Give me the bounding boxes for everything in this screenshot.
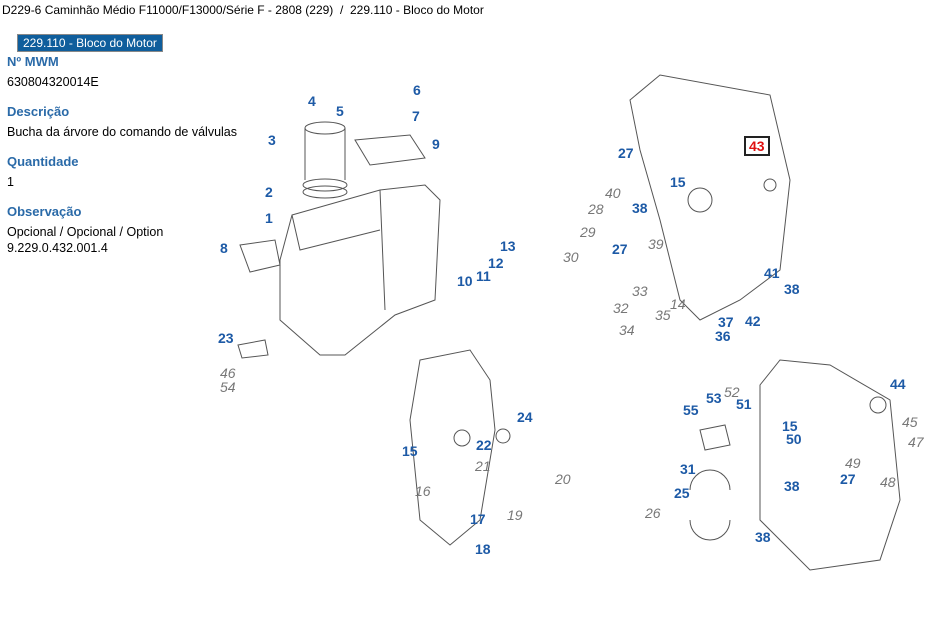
description-value: Bucha da árvore do comando de válvulas bbox=[7, 125, 238, 139]
callout-15[interactable]: 15 bbox=[670, 174, 686, 190]
callout-40[interactable]: 40 bbox=[605, 185, 621, 201]
callout-31[interactable]: 31 bbox=[680, 461, 696, 477]
callout-35[interactable]: 35 bbox=[655, 307, 671, 323]
callout-4[interactable]: 4 bbox=[308, 93, 316, 109]
observation-value: Opcional / Opcional / Option bbox=[7, 225, 164, 239]
callout-2[interactable]: 2 bbox=[265, 184, 273, 200]
callout-17[interactable]: 17 bbox=[470, 511, 486, 527]
quantity-value: 1 bbox=[7, 175, 14, 189]
breadcrumb[interactable]: D229-6 Caminhão Médio F11000/F13000/Séri… bbox=[2, 3, 484, 17]
callout-30[interactable]: 30 bbox=[563, 249, 579, 265]
callout-12[interactable]: 12 bbox=[488, 255, 504, 271]
callout-6[interactable]: 6 bbox=[413, 82, 421, 98]
callout-37[interactable]: 37 bbox=[718, 314, 734, 330]
mwm-value: 630804320014E bbox=[7, 75, 99, 89]
tab-bloco-do-motor[interactable]: 229.110 - Bloco do Motor bbox=[17, 34, 163, 52]
callout-5[interactable]: 5 bbox=[336, 103, 344, 119]
callout-38[interactable]: 38 bbox=[755, 529, 771, 545]
callout-28[interactable]: 28 bbox=[588, 201, 604, 217]
callout-25[interactable]: 25 bbox=[674, 485, 690, 501]
callout-10[interactable]: 10 bbox=[457, 273, 473, 289]
callout-7[interactable]: 7 bbox=[412, 108, 420, 124]
callout-36[interactable]: 36 bbox=[715, 328, 731, 344]
callout-9[interactable]: 9 bbox=[432, 136, 440, 152]
callout-18[interactable]: 18 bbox=[475, 541, 491, 557]
callout-26[interactable]: 26 bbox=[645, 505, 661, 521]
callout-3[interactable]: 3 bbox=[268, 132, 276, 148]
callout-54[interactable]: 54 bbox=[220, 379, 236, 395]
callout-44[interactable]: 44 bbox=[890, 376, 906, 392]
callout-52[interactable]: 52 bbox=[724, 384, 740, 400]
callout-29[interactable]: 29 bbox=[580, 224, 596, 240]
callout-47[interactable]: 47 bbox=[908, 434, 924, 450]
callout-39[interactable]: 39 bbox=[648, 236, 664, 252]
callout-50[interactable]: 50 bbox=[786, 431, 802, 447]
callout-15[interactable]: 15 bbox=[402, 443, 418, 459]
callout-20[interactable]: 20 bbox=[555, 471, 571, 487]
description-label: Descrição bbox=[7, 104, 70, 119]
callout-13[interactable]: 13 bbox=[500, 238, 516, 254]
callout-41[interactable]: 41 bbox=[764, 265, 780, 281]
callout-48[interactable]: 48 bbox=[880, 474, 896, 490]
callout-11[interactable]: 11 bbox=[476, 268, 491, 284]
callout-42[interactable]: 42 bbox=[745, 313, 761, 329]
callout-53[interactable]: 53 bbox=[706, 390, 722, 406]
mwm-label: Nº MWM bbox=[7, 54, 59, 69]
callout-49[interactable]: 49 bbox=[845, 455, 861, 471]
callout-38[interactable]: 38 bbox=[784, 478, 800, 494]
callout-34[interactable]: 34 bbox=[619, 322, 635, 338]
callout-43[interactable]: 43 bbox=[744, 136, 770, 156]
callout-27[interactable]: 27 bbox=[618, 145, 634, 161]
callout-27[interactable]: 27 bbox=[612, 241, 628, 257]
callout-38[interactable]: 38 bbox=[784, 281, 800, 297]
observation-label: Observação bbox=[7, 204, 82, 219]
callout-55[interactable]: 55 bbox=[683, 402, 699, 418]
callout-8[interactable]: 8 bbox=[220, 240, 228, 256]
callout-23[interactable]: 23 bbox=[218, 330, 234, 346]
callout-1[interactable]: 1 bbox=[265, 210, 273, 226]
callout-45[interactable]: 45 bbox=[902, 414, 918, 430]
callout-15[interactable]: 15 bbox=[782, 418, 798, 434]
callout-51[interactable]: 51 bbox=[736, 396, 752, 412]
callout-16[interactable]: 16 bbox=[415, 483, 431, 499]
quantity-label: Quantidade bbox=[7, 154, 79, 169]
callout-27[interactable]: 27 bbox=[840, 471, 856, 487]
callout-19[interactable]: 19 bbox=[507, 507, 523, 523]
callout-22[interactable]: 22 bbox=[476, 437, 492, 453]
callout-32[interactable]: 32 bbox=[613, 300, 629, 316]
callout-24[interactable]: 24 bbox=[517, 409, 533, 425]
callout-33[interactable]: 33 bbox=[632, 283, 648, 299]
observation-code: 9.229.0.432.001.4 bbox=[7, 241, 108, 255]
callout-46[interactable]: 46 bbox=[220, 365, 236, 381]
callout-14[interactable]: 14 bbox=[670, 296, 686, 312]
callout-38[interactable]: 38 bbox=[632, 200, 648, 216]
callout-21[interactable]: 21 bbox=[475, 458, 491, 474]
